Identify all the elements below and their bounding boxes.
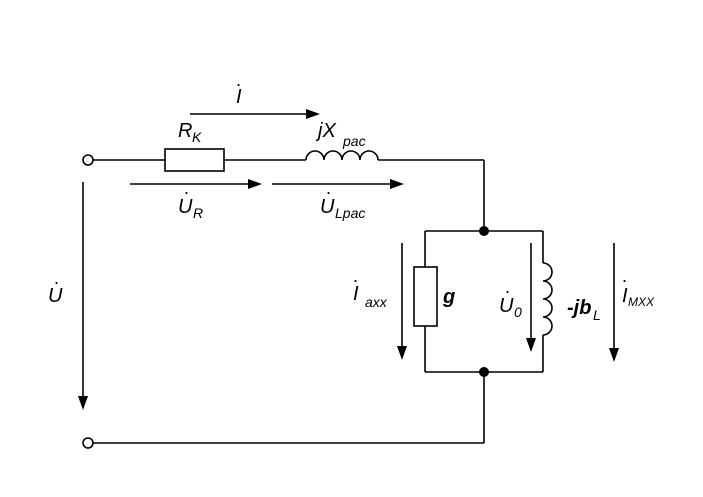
arrow-current-main <box>190 109 320 119</box>
svg-text:рас: рас <box>342 133 366 149</box>
node-top <box>479 226 489 236</box>
input-terminal-top <box>82 154 94 166</box>
svg-text:I: I <box>353 283 359 305</box>
arrow-voltage-r <box>130 179 262 189</box>
svg-text:.: . <box>622 266 627 286</box>
input-terminal-bottom <box>82 437 94 449</box>
svg-text:I: I <box>622 285 628 307</box>
svg-text:U: U <box>320 196 335 218</box>
svg-text:0: 0 <box>514 304 522 320</box>
arrow-voltage-l <box>272 179 404 189</box>
label-resistor: R K <box>178 120 202 145</box>
label-voltage-zero: . U 0 <box>499 277 522 320</box>
label-reactance: jX рас <box>315 120 366 149</box>
svg-text:.: . <box>353 266 358 286</box>
svg-text:.: . <box>54 268 59 288</box>
label-voltage-l: . U Lрас <box>320 178 365 221</box>
svg-text:g: g <box>442 286 455 308</box>
arrow-voltage-zero <box>526 243 536 352</box>
label-susceptance: -jb L <box>567 297 601 323</box>
svg-text:L: L <box>593 307 601 323</box>
svg-text:.: . <box>326 178 331 198</box>
svg-text:jX: jX <box>315 120 336 142</box>
svg-text:U: U <box>499 295 514 317</box>
arrow-voltage-input <box>78 182 88 410</box>
svg-text:R: R <box>193 205 203 221</box>
label-current-active: . I axx <box>353 266 388 310</box>
label-voltage-input: . U <box>48 268 63 307</box>
svg-text:I: I <box>236 86 242 108</box>
inductor-bl <box>542 262 553 336</box>
svg-text:R: R <box>178 120 192 142</box>
svg-text:.: . <box>184 178 189 198</box>
label-current-main: . I <box>236 70 242 108</box>
label-conductance: g <box>442 286 455 308</box>
svg-text:U: U <box>48 285 63 307</box>
svg-text:Lрас: Lрас <box>335 205 365 221</box>
conductance-g <box>413 266 438 327</box>
svg-text:-jb: -jb <box>567 297 591 319</box>
arrow-current-active <box>397 243 407 360</box>
svg-text:axx: axx <box>365 294 388 310</box>
svg-text:K: K <box>192 129 202 145</box>
inductor-xpac <box>305 150 379 161</box>
svg-text:.: . <box>236 70 241 90</box>
arrow-current-magnetizing <box>609 243 619 362</box>
resistor-rk <box>164 148 225 172</box>
label-voltage-r: . U R <box>178 178 203 221</box>
svg-text:.: . <box>505 277 510 297</box>
svg-text:MXX: MXX <box>628 295 655 309</box>
label-current-magnetizing: . I MXX <box>622 266 655 309</box>
svg-text:U: U <box>178 196 193 218</box>
